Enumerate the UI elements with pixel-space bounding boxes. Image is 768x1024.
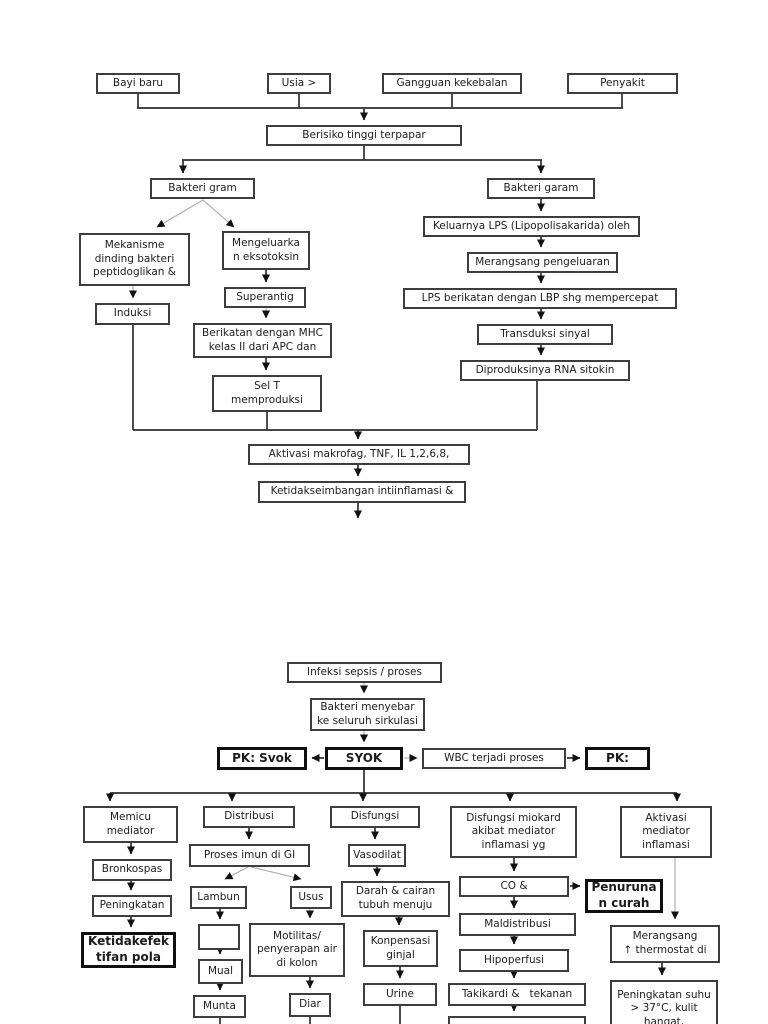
- node-vasodilatasi: Vasodilat: [348, 844, 406, 867]
- node-pk: PK:: [585, 747, 650, 770]
- node-keluarnya-lps: Keluarnya LPS (Lipopolisakarida) oleh: [423, 216, 640, 237]
- node-merangsang-thermostat: Merangsang ↑ thermostat di: [610, 925, 720, 963]
- node-usia: Usia >: [267, 73, 331, 94]
- node-merangsang-pengeluaran: Merangsang pengeluaran: [467, 252, 618, 273]
- node-peningkatan-suhu: Peningkatan suhu > 37°C, kulit hangat,: [610, 980, 718, 1024]
- node-aktivasi-mediator: Aktivasi mediator inflamasi: [620, 806, 712, 858]
- node-diproduksinya-rna-sitokin: Diproduksinya RNA sitokin: [460, 360, 630, 381]
- node-clipped-box: [448, 1016, 586, 1024]
- node-proses-imun-gi: Proses imun di GI: [189, 844, 310, 867]
- node-darah-cairan: Darah & cairan tubuh menuju: [341, 881, 450, 917]
- node-maldistribusi: Maldistribusi: [459, 913, 576, 936]
- node-bronkospas: Bronkospas: [92, 859, 172, 881]
- node-konpensasi-ginjal: Konpensasi ginjal: [363, 930, 438, 967]
- node-penurunan-curah: Penuruna n curah: [585, 879, 663, 913]
- node-memicu-mediator: Memicu mediator: [83, 806, 178, 843]
- node-bayi-baru: Bayi baru: [96, 73, 180, 94]
- node-mual: Mual: [198, 959, 243, 984]
- node-usus: Usus: [290, 886, 332, 909]
- node-diare: Diar: [289, 993, 331, 1017]
- node-co: CO &: [459, 876, 569, 897]
- node-lambung: Lambun: [190, 886, 247, 909]
- node-transduksi-sinyal: Transduksi sinyal: [477, 324, 613, 345]
- node-mengeluarkan-eksotoksin: Mengeluarka n eksotoksin: [222, 231, 310, 270]
- node-wbc-terjadi-proses: WBC terjadi proses: [422, 748, 566, 769]
- node-disfungsi: Disfungsi: [330, 806, 420, 828]
- node-berikatan-mhc: Berikatan dengan MHC kelas II dari APC d…: [193, 323, 332, 358]
- node-bakteri-garam: Bakteri garam: [487, 178, 595, 199]
- node-aktivasi-makrofag: Aktivasi makrofag, TNF, IL 1,2,6,8,: [248, 444, 470, 465]
- node-infeksi-sepsis: Infeksi sepsis / proses: [287, 662, 442, 683]
- node-peningkatan: Peningkatan: [92, 895, 172, 917]
- node-induksi: Induksi: [95, 303, 170, 325]
- node-berisiko-tinggi-terpapar: Berisiko tinggi terpapar: [266, 125, 462, 146]
- node-bakteri-menyebar: Bakteri menyebar ke seluruh sirkulasi: [310, 698, 425, 731]
- node-empty-box: [198, 924, 240, 950]
- node-pk-syok: PK: Svok: [217, 747, 307, 770]
- node-motilitas: Motilitas/ penyerapan air di kolon: [249, 923, 345, 977]
- node-superantig: Superantig: [224, 287, 306, 308]
- node-takikardi: Takikardi & tekanan: [448, 983, 586, 1006]
- node-bakteri-gram: Bakteri gram: [150, 178, 255, 199]
- node-ketidakefektifan-pola: Ketidakefek tifan pola: [81, 932, 176, 968]
- node-mekanisme-dinding-bakteri: Mekanisme dinding bakteri peptidoglikan …: [79, 233, 190, 286]
- node-penyakit: Penyakit: [567, 73, 678, 94]
- node-hipoperfusi: Hipoperfusi: [459, 949, 569, 972]
- node-gangguan-kekebalan: Gangguan kekebalan: [382, 73, 522, 94]
- node-muntah: Munta: [193, 995, 246, 1018]
- node-sel-t-memproduksi: Sel T memproduksi: [212, 375, 322, 412]
- node-lps-berikatan-lbp: LPS berikatan dengan LBP shg mempercepat: [403, 288, 677, 309]
- node-distribusi: Distribusi: [203, 806, 295, 828]
- node-ketidakseimbangan: Ketidakseimbangan intiinflamasi &: [258, 481, 466, 503]
- node-syok: SYOK: [325, 747, 403, 770]
- node-disfungsi-miokard: Disfungsi miokard akibat mediator inflam…: [450, 806, 577, 858]
- node-urine: Urine: [363, 983, 437, 1006]
